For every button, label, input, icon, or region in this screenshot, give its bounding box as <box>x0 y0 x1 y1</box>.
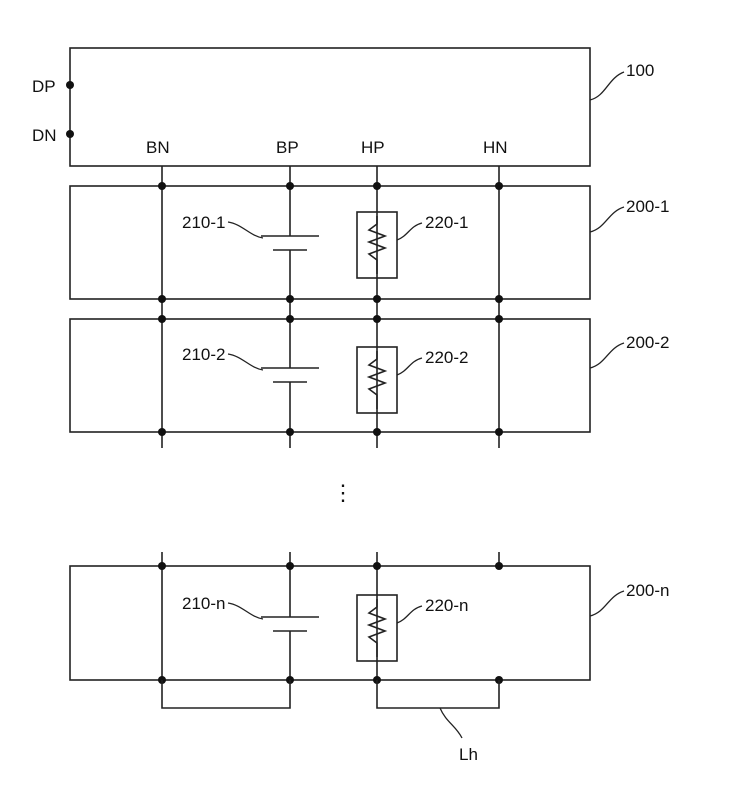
heater-loop <box>377 680 499 708</box>
battery-leader <box>228 222 263 238</box>
node <box>373 562 381 570</box>
node <box>373 428 381 436</box>
node <box>495 562 503 570</box>
node <box>373 182 381 190</box>
module-box <box>70 186 590 299</box>
node <box>158 562 166 570</box>
resistor-icon <box>369 351 385 409</box>
node <box>286 428 294 436</box>
heater-leader <box>397 223 422 240</box>
heater-ref: 220-n <box>425 596 468 615</box>
module-200-n: 210-n 220-n 200-n <box>70 562 669 684</box>
node <box>286 295 294 303</box>
resistor-icon <box>369 216 385 274</box>
ellipsis: ⋮ <box>332 480 354 505</box>
module-ref: 200-1 <box>626 197 669 216</box>
node <box>158 182 166 190</box>
node <box>158 295 166 303</box>
heater-ref: 220-1 <box>425 213 468 232</box>
bus-label-hp: HP <box>361 138 385 157</box>
module-ref: 200-2 <box>626 333 669 352</box>
module-leader <box>590 207 624 232</box>
node <box>286 315 294 323</box>
node <box>286 182 294 190</box>
battery-ref: 210-1 <box>182 213 225 232</box>
module-ref: 200-n <box>626 581 669 600</box>
module-leader <box>590 343 624 368</box>
bottom-loops: Lh <box>162 680 499 764</box>
heater-leader <box>397 606 422 623</box>
bus-label-hn: HN <box>483 138 508 157</box>
battery-loop <box>162 680 290 708</box>
node <box>373 295 381 303</box>
module-box <box>70 566 590 680</box>
node <box>158 428 166 436</box>
loop-label: Lh <box>459 745 478 764</box>
battery-leader <box>228 603 263 619</box>
dn-label: DN <box>32 126 57 145</box>
heater-leader <box>397 358 422 375</box>
battery-ref: 210-n <box>182 594 225 613</box>
module-box <box>70 319 590 432</box>
node <box>495 182 503 190</box>
module-200-2: 210-2 220-2 200-2 <box>70 315 669 436</box>
controller-ref: 100 <box>626 61 654 80</box>
loop-leader <box>440 708 462 738</box>
node <box>158 315 166 323</box>
module-leader <box>590 591 624 616</box>
node <box>495 315 503 323</box>
dp-label: DP <box>32 77 56 96</box>
node <box>373 315 381 323</box>
resistor-icon <box>369 599 385 657</box>
bus-label-bp: BP <box>276 138 299 157</box>
battery-leader <box>228 354 263 370</box>
module-200-1: 210-1 220-1 200-1 <box>70 182 669 303</box>
node <box>286 562 294 570</box>
heater-ref: 220-2 <box>425 348 468 367</box>
controller-100: 100 DP DN BN BP HP HN <box>32 48 654 166</box>
controller-leader <box>590 72 624 100</box>
dp-terminal <box>66 81 74 89</box>
battery-ref: 210-2 <box>182 345 225 364</box>
node <box>495 295 503 303</box>
dn-terminal <box>66 130 74 138</box>
bus-label-bn: BN <box>146 138 170 157</box>
node <box>495 428 503 436</box>
